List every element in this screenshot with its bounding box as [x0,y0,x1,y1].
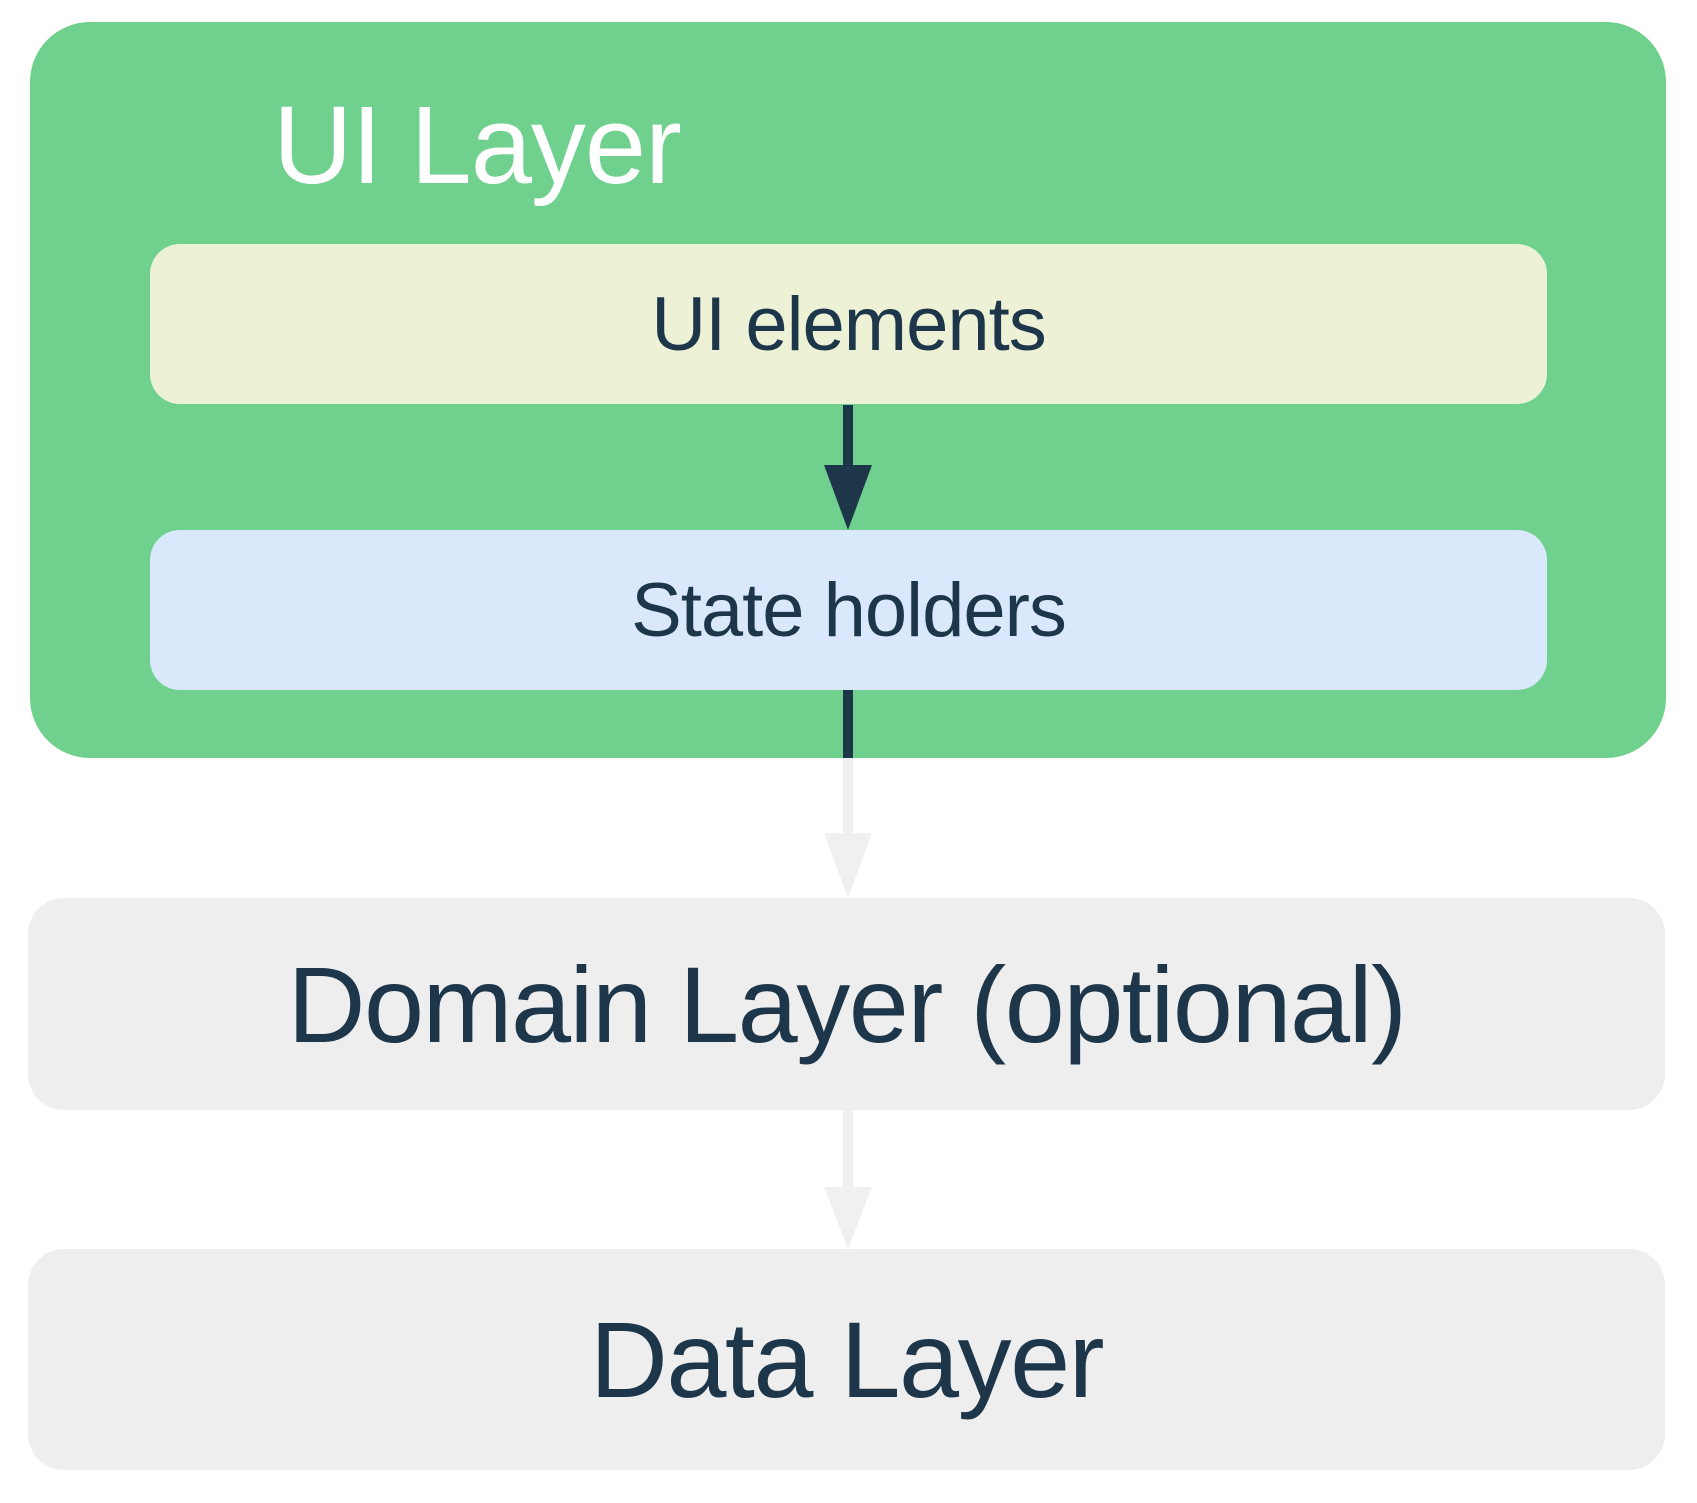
arrow-down-stem [843,1110,853,1188]
arrow-down-icon [824,465,872,530]
arrow-down-stem [843,405,853,467]
ui-layer-title: UI Layer [273,83,682,207]
arrow-down-icon [824,833,872,898]
domain-layer-box: Domain Layer (optional) [28,898,1665,1110]
arrow-ui-elements-to-state-holders [824,405,872,530]
state-holders-label: State holders [631,567,1067,653]
arrow-domain-layer-to-data-layer [824,1110,872,1249]
arrow-down-stem-gray [843,758,853,834]
arrow-state-holders-to-domain-layer [824,690,872,898]
ui-elements-box: UI elements [150,244,1547,404]
data-layer-box: Data Layer [28,1249,1665,1470]
ui-elements-label: UI elements [651,281,1046,367]
arrow-down-icon [824,1187,872,1249]
domain-layer-label: Domain Layer (optional) [287,943,1407,1065]
arrow-down-stem-dark [843,690,853,758]
data-layer-label: Data Layer [589,1299,1105,1420]
state-holders-box: State holders [150,530,1547,690]
